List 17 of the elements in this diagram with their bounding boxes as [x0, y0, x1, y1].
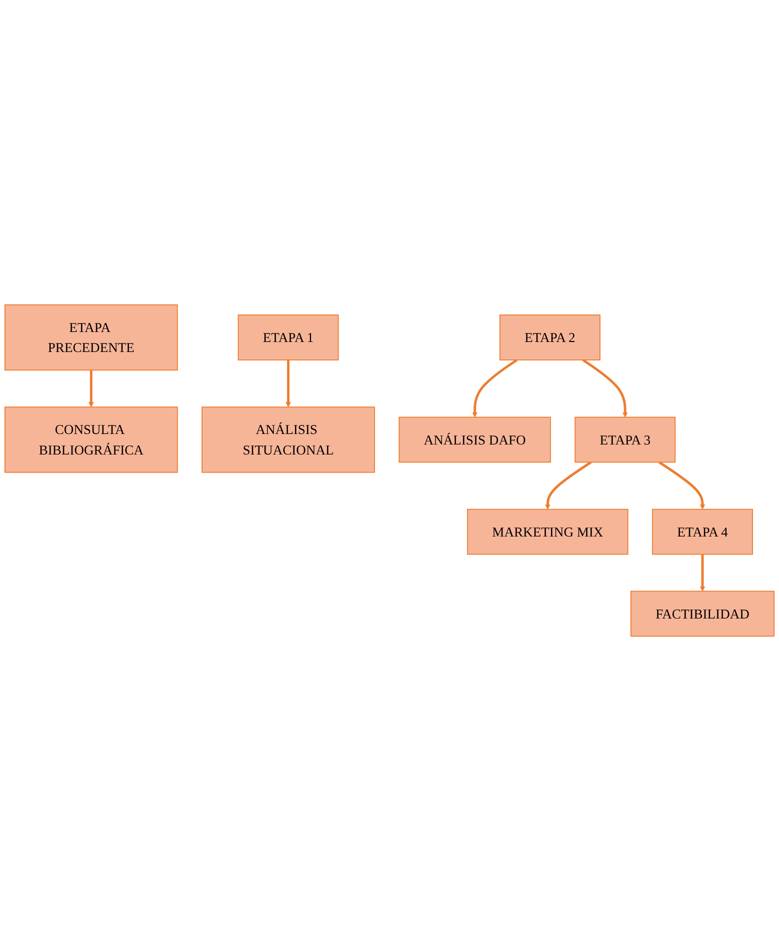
arrow	[700, 554, 706, 592]
node-box: FACTIBILIDAD	[630, 590, 775, 637]
arrow	[658, 461, 706, 510]
node-box: ETAPA PRECEDENTE	[4, 304, 178, 371]
arrow	[286, 360, 291, 408]
node-box: ETAPA 4	[652, 508, 753, 555]
node-box: MARKETING MIX	[467, 508, 628, 555]
node-box: ETAPA 2	[499, 314, 600, 360]
node-box: ANÁLISIS SITUACIONAL	[202, 406, 375, 473]
node-box: ANÁLISIS DAFO	[398, 416, 551, 463]
arrow	[88, 370, 94, 408]
node-box: CONSULTA BIBLIOGRÁFICA	[4, 406, 178, 473]
arrow	[544, 461, 592, 510]
arrow	[472, 358, 518, 418]
node-box: ETAPA 3	[574, 416, 676, 463]
arrow	[582, 358, 628, 418]
node-box: ETAPA 1	[238, 314, 339, 360]
